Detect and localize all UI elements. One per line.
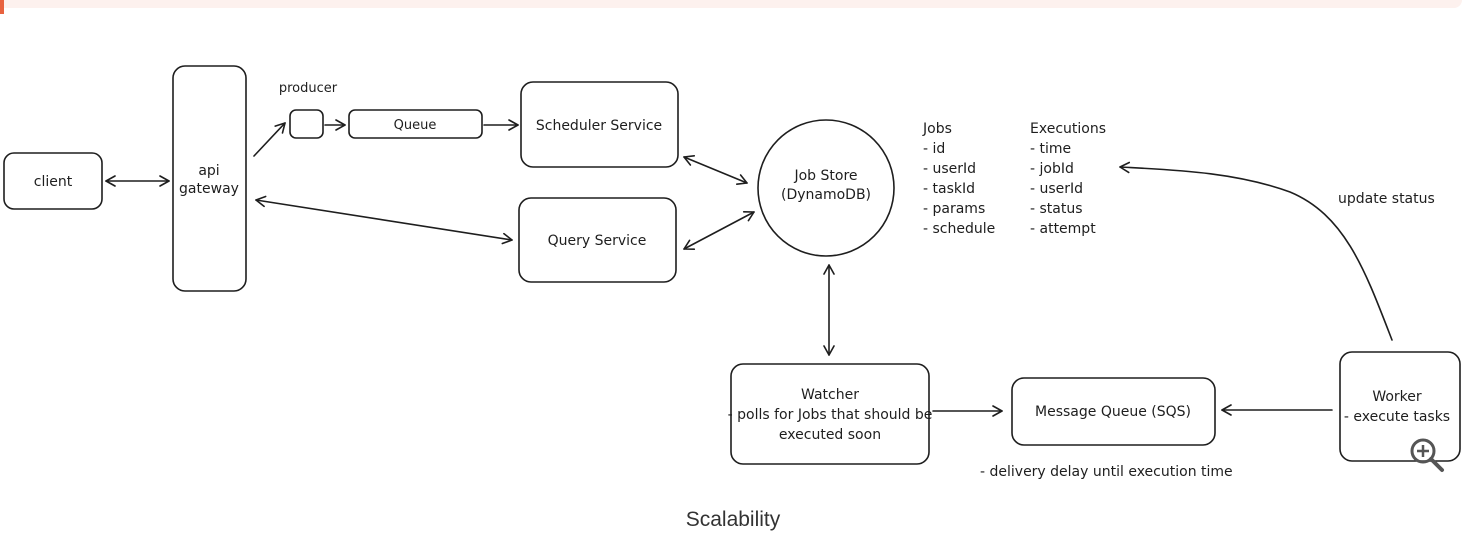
executions-field: - jobId [1030,161,1074,177]
jobs-table-fields: Jobs - id - userId - taskId - params - s… [922,121,995,237]
edge-worker-executions [1119,161,1393,341]
executions-table-fields: Executions - time - jobId - userId - sta… [1030,121,1106,237]
job-store-label-line2: (DynamoDB) [781,187,871,203]
jobs-field: - userId [923,161,976,177]
edge-gateway-query [255,195,513,245]
delivery-delay-label: - delivery delay until execution time [980,464,1233,480]
executions-field: - time [1030,141,1071,157]
edge-gateway-producer [253,122,286,157]
jobs-field: - params [923,201,985,217]
figure-caption: Scalability [685,508,781,531]
jobs-title: Jobs [922,121,952,137]
api-gateway-node[interactable]: api gateway [172,65,247,292]
client-label: client [34,174,73,190]
watcher-label-line3: executed soon [779,427,881,443]
query-service-node[interactable]: Query Service [518,197,677,283]
client-node[interactable]: client [3,152,103,210]
jobs-field: - id [923,141,945,157]
worker-label-line2: - execute tasks [1344,409,1450,425]
producer-node[interactable]: producer [279,81,338,139]
zoom-in-icon[interactable] [1406,434,1450,478]
banner-accent [0,0,4,14]
watcher-label-line2: - polls for Jobs that should be [728,407,933,423]
message-queue-node[interactable]: Message Queue (SQS) [1011,377,1216,446]
update-status-label: update status [1338,191,1435,207]
message-queue-label: Message Queue (SQS) [1035,404,1191,420]
watcher-node[interactable]: Watcher - polls for Jobs that should be … [728,363,933,465]
jobs-field: - taskId [923,181,975,197]
job-store-node[interactable]: Job Store (DynamoDB) [757,119,895,257]
top-banner [0,0,1462,8]
watcher-label-line1: Watcher [801,387,859,403]
queue-label: Queue [394,118,437,133]
jobs-field: - schedule [923,221,995,237]
producer-label: producer [279,81,338,96]
executions-title: Executions [1030,121,1106,137]
job-store-label-line1: Job Store [793,168,857,184]
scheduler-service-node[interactable]: Scheduler Service [520,81,679,168]
worker-label-line1: Worker [1372,389,1422,405]
query-service-label: Query Service [548,233,647,249]
edge-scheduler-jobstore [683,155,748,185]
worker-node[interactable]: Worker - execute tasks [1339,351,1461,462]
edge-query-jobstore [683,210,755,251]
queue-node[interactable]: Queue [348,109,483,139]
api-gateway-label-line1: api [198,163,219,179]
api-gateway-label-line2: gateway [179,181,239,197]
executions-field: - status [1030,201,1083,217]
scheduler-service-label: Scheduler Service [536,118,662,134]
architecture-diagram: client api gateway producer Queue Schedu… [3,65,1461,480]
executions-field: - attempt [1030,221,1096,237]
executions-field: - userId [1030,181,1083,197]
